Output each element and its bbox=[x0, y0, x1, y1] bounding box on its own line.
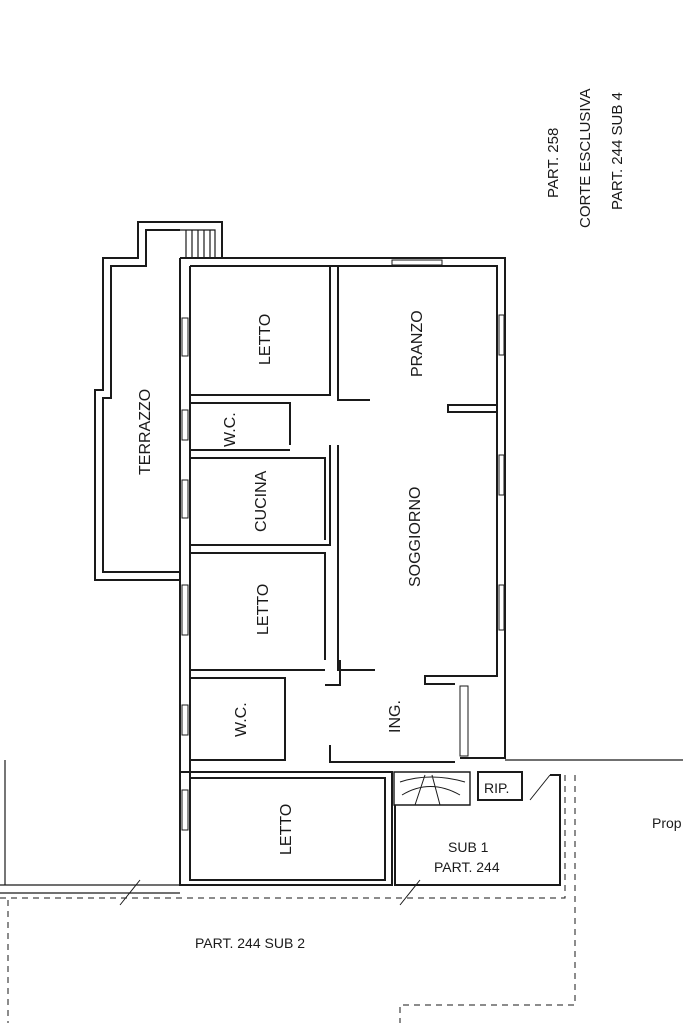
wall-wc2 bbox=[190, 677, 286, 761]
wall-wc1-north bbox=[190, 402, 291, 445]
stair-steps bbox=[399, 774, 466, 806]
part244sub2-label: PART. 244 SUB 2 bbox=[195, 935, 305, 951]
terrazzo-outline bbox=[94, 221, 223, 581]
wall-pranzo-west bbox=[337, 266, 370, 401]
window bbox=[498, 584, 505, 631]
wall-pranzo-stub bbox=[447, 404, 498, 413]
window bbox=[181, 584, 189, 636]
break-marks bbox=[119, 774, 551, 906]
walls bbox=[0, 221, 683, 906]
wall-cucina-south bbox=[190, 445, 331, 546]
part258-label: PART. 258 bbox=[545, 128, 562, 198]
soggiorno-label: SOGGIORNO bbox=[407, 487, 424, 587]
sub1-label: SUB 1 bbox=[448, 839, 489, 855]
cucina-label: CUCINA bbox=[253, 470, 270, 532]
letto3-label: LETTO bbox=[278, 804, 295, 855]
letto1-label: LETTO bbox=[257, 314, 274, 365]
part244-label: PART. 244 bbox=[434, 859, 500, 875]
terrazzo-label: TERRAZZO bbox=[137, 389, 154, 475]
wc1-label: W.C. bbox=[222, 412, 239, 447]
window bbox=[391, 259, 443, 266]
stairs-bottom bbox=[393, 771, 471, 806]
dashed-boundary bbox=[399, 775, 576, 1023]
window bbox=[181, 317, 189, 357]
window bbox=[181, 409, 189, 441]
sub1-outline bbox=[394, 774, 561, 886]
stairs-top bbox=[180, 229, 216, 258]
prop-label: Prop bbox=[652, 815, 682, 831]
outer-wall bbox=[180, 257, 506, 759]
dashed-boundary bbox=[0, 775, 566, 899]
boundary-line-west bbox=[0, 884, 180, 894]
pranzo-label: PRANZO bbox=[409, 310, 426, 377]
corte-label: CORTE ESCLUSIVA bbox=[577, 89, 594, 228]
wall-ing-stub bbox=[325, 660, 341, 686]
terrazzo-inner bbox=[102, 229, 180, 573]
dashed-boundaries bbox=[0, 775, 576, 1023]
wall-letto1-south bbox=[190, 266, 331, 396]
window bbox=[498, 454, 505, 496]
ing-label: ING. bbox=[387, 700, 404, 733]
rip-room bbox=[477, 771, 523, 801]
inner-wall-east bbox=[190, 265, 498, 685]
wall-cucina-north bbox=[190, 457, 326, 540]
window bbox=[498, 314, 505, 356]
part244sub4-label: PART. 244 SUB 4 bbox=[609, 92, 626, 210]
window bbox=[459, 685, 469, 757]
wall-ing-south bbox=[329, 745, 455, 763]
wall-letto2-north bbox=[190, 552, 326, 660]
rip-label: RIP. bbox=[484, 780, 509, 796]
outer-wall-west bbox=[179, 258, 393, 886]
letto2-label: LETTO bbox=[255, 584, 272, 635]
windows bbox=[181, 259, 505, 831]
window bbox=[181, 704, 189, 736]
wc2-label: W.C. bbox=[233, 702, 250, 737]
wall-soggiorno-west bbox=[337, 445, 375, 671]
inner-wall-west bbox=[189, 266, 386, 881]
window bbox=[181, 789, 189, 831]
window bbox=[181, 479, 189, 519]
